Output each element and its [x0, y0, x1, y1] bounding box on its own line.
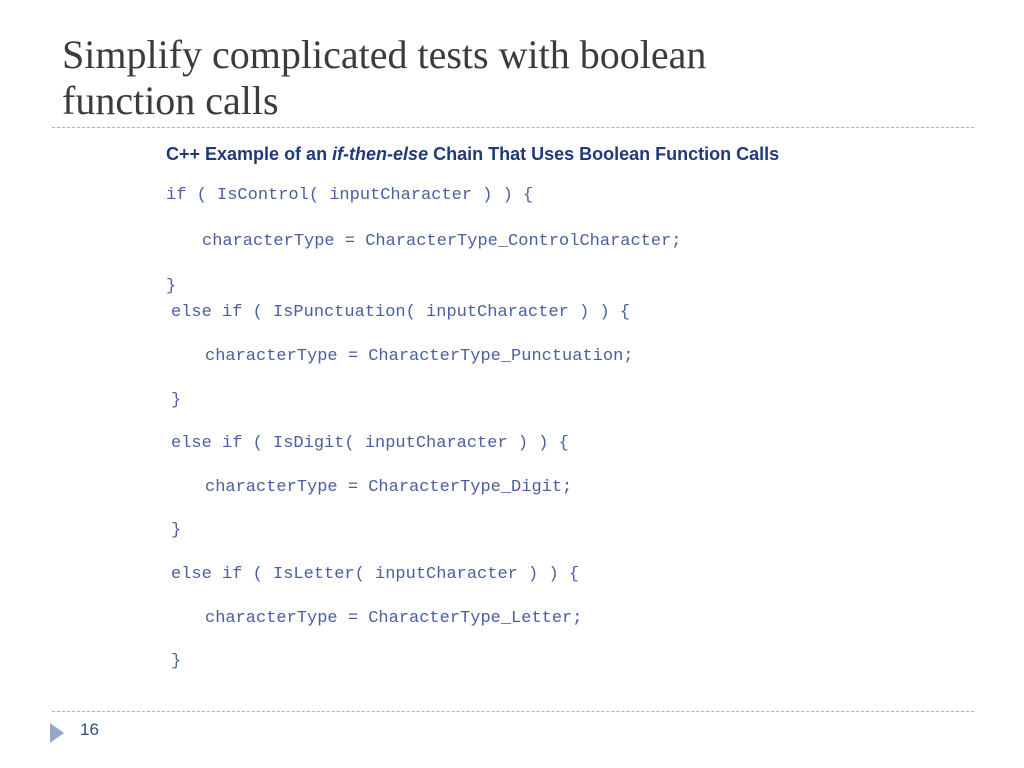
- slide-title-line-2: function calls: [62, 78, 279, 123]
- code-line: else if ( IsLetter( inputCharacter ) ) {: [171, 565, 580, 584]
- code-line: }: [171, 652, 182, 671]
- slide-title-line-1: Simplify complicated tests with boolean: [62, 32, 707, 77]
- code-line: }: [171, 521, 182, 540]
- figure-caption: C++ Example of an if-then-else Chain Tha…: [166, 144, 779, 165]
- code-line: characterType = CharacterType_Punctuatio…: [205, 347, 634, 366]
- code-line: else if ( IsPunctuation( inputCharacter …: [171, 303, 631, 322]
- code-line: characterType = CharacterType_ControlCha…: [202, 232, 682, 251]
- code-line: if ( IsControl( inputCharacter ) ) {: [166, 186, 534, 205]
- code-line: else if ( IsDigit( inputCharacter ) ) {: [171, 434, 569, 453]
- code-line: }: [166, 277, 177, 296]
- figure-caption-suffix: Chain That Uses Boolean Function Calls: [428, 144, 780, 164]
- figure-caption-prefix: C++ Example of an: [166, 144, 333, 164]
- triangle-bullet-icon: [50, 723, 64, 743]
- page-number: 16: [80, 720, 99, 739]
- code-line: characterType = CharacterType_Letter;: [205, 609, 583, 628]
- footer-divider: [52, 711, 974, 712]
- figure-caption-italic: if-then-else: [332, 144, 429, 164]
- code-line: characterType = CharacterType_Digit;: [205, 478, 573, 497]
- slide-title: Simplify complicated tests with boolean …: [62, 32, 962, 124]
- code-line: }: [171, 391, 182, 410]
- title-divider: [52, 127, 974, 128]
